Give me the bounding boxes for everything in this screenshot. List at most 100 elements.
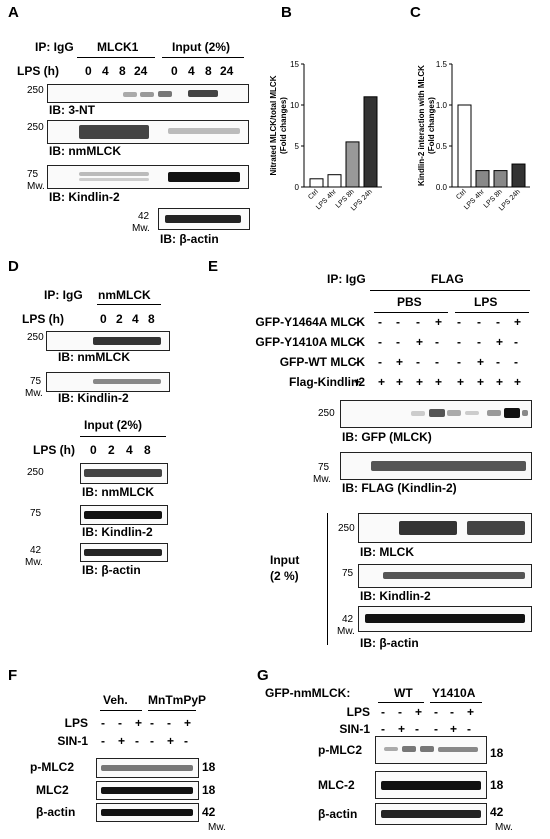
treatment-mark: + — [496, 375, 504, 389]
treatment-mark: - — [378, 355, 382, 369]
bar — [457, 104, 472, 188]
treatment-mark: + — [477, 355, 485, 369]
mw-marker: 75 — [30, 376, 42, 387]
mw-label: Mw. — [337, 626, 355, 637]
blot-kindlin2-ip — [46, 372, 170, 392]
mw-label: Mw. — [208, 822, 226, 833]
treatment-mark: - — [118, 716, 122, 730]
y-axis-label-line: (Fold changes) — [427, 97, 436, 154]
lps-underline — [455, 312, 529, 313]
blot-nmmlck-input — [80, 463, 168, 484]
blot-beta-actin — [158, 208, 250, 230]
y-tick-label: 1.5 — [436, 60, 448, 69]
ib-label: IB: nmMLCK — [58, 350, 130, 364]
ib-label: IB: MLCK — [360, 545, 414, 559]
bar — [363, 96, 378, 188]
y-tick-label: 15 — [290, 60, 299, 69]
input-label: Input (2%) — [84, 418, 142, 432]
treatment-mark: - — [457, 315, 461, 329]
bar — [309, 178, 324, 188]
treatment-mark: - — [514, 335, 518, 349]
treatment-mark: + — [496, 335, 504, 349]
treatment-mark: - — [378, 335, 382, 349]
veh-label: Veh. — [103, 693, 128, 707]
blot-label: p-MLC2 — [318, 743, 362, 757]
treatment-mark: + — [435, 375, 443, 389]
treatment-mark: + — [354, 375, 362, 389]
treatment-mark: - — [396, 315, 400, 329]
treatment-mark: - — [150, 734, 154, 748]
y-axis-label: Nitrated MLCK/total MLCK(Fold changes) — [269, 75, 288, 175]
lane-label: 4 — [126, 443, 133, 457]
treatment-mark: - — [435, 335, 439, 349]
treatment-mark: + — [514, 375, 522, 389]
treatment-mark: - — [184, 734, 188, 748]
mw-marker: 75 — [30, 508, 42, 519]
lane-label: 4 — [132, 312, 139, 326]
ib-label: IB: nmMLCK — [82, 485, 154, 499]
treatment-mark: - — [477, 335, 481, 349]
ib-label: IB: β-actin — [360, 636, 419, 650]
lane-label: 8 — [148, 312, 155, 326]
treatment-mark: + — [398, 722, 406, 736]
wt-label: WT — [394, 686, 413, 700]
mw-marker: 250 — [27, 467, 44, 478]
treatment-row-label: SIN-1 — [57, 734, 88, 748]
ip-igg-label: IP: IgG — [35, 40, 74, 54]
ib-label: IB: 3-NT — [49, 103, 95, 117]
treatment-mark: - — [416, 315, 420, 329]
treatment-mark: - — [381, 722, 385, 736]
treatment-mark: - — [398, 705, 402, 719]
panel-label-e: E — [208, 258, 219, 275]
lane-label: 4 — [188, 64, 195, 78]
treatment-mark: - — [416, 355, 420, 369]
lane-label: 24 — [220, 64, 234, 78]
treatment-mark: - — [354, 335, 358, 349]
pbs-underline — [374, 312, 448, 313]
flag-underline — [370, 290, 530, 291]
treatment-mark: - — [477, 315, 481, 329]
ib-label: IB: Kindlin-2 — [82, 525, 153, 539]
treatment-row-label: GFP-Y1464A MLCK — [255, 315, 365, 329]
mw-label: Mw. — [495, 822, 513, 833]
treatment-mark: + — [450, 722, 458, 736]
treatment-row-label: LPS — [64, 716, 88, 730]
treatment-mark: + — [416, 335, 424, 349]
ib-label: IB: GFP (MLCK) — [342, 430, 432, 444]
input-underline — [162, 57, 244, 58]
ib-label: IB: nmMLCK — [49, 144, 121, 158]
treatment-mark: + — [416, 375, 424, 389]
blot-label: MLC2 — [36, 783, 69, 797]
treatment-mark: - — [135, 734, 139, 748]
treatment-mark: + — [415, 705, 423, 719]
panel-label-b: B — [281, 4, 292, 21]
treatment-mark: - — [450, 705, 454, 719]
y-tick-label: 5 — [295, 142, 300, 151]
treatment-row-label: Flag-Kindlin2 — [289, 375, 365, 389]
ib-label: IB: β-actin — [82, 563, 141, 577]
mw-marker: 42 — [342, 614, 354, 625]
treatment-mark: - — [101, 716, 105, 730]
lane-label: 2 — [108, 443, 115, 457]
treatment-mark: - — [496, 355, 500, 369]
mw-label: Mw. — [27, 181, 45, 192]
treatment-mark: - — [457, 335, 461, 349]
panel-label-a: A — [8, 4, 19, 21]
treatment-mark: + — [477, 375, 485, 389]
blot-p-mlc2-g — [375, 736, 487, 764]
lane-label: 24 — [134, 64, 148, 78]
treatment-row-label: GFP-Y1410A MLCK — [255, 335, 365, 349]
treatment-mark: + — [135, 716, 143, 730]
ip-igg-label: IP: IgG — [327, 272, 366, 286]
mw-marker: 42 — [490, 805, 504, 819]
mw-marker: 42 — [138, 211, 150, 222]
lane-label: 4 — [102, 64, 109, 78]
mlck1-label: MLCK1 — [97, 40, 139, 54]
treatment-mark: - — [415, 722, 419, 736]
panel-label-f: F — [8, 667, 18, 684]
input-bracket — [327, 513, 328, 645]
treatment-mark: - — [514, 355, 518, 369]
ib-label: IB: FLAG (Kindlin-2) — [342, 481, 457, 495]
bar — [475, 170, 490, 188]
